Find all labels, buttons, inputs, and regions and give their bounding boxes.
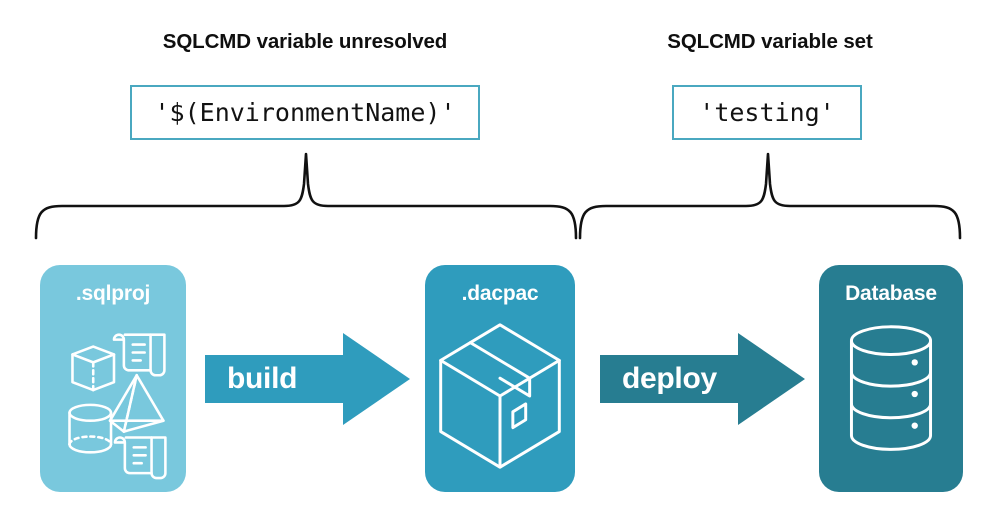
pyramid-icon [108, 373, 165, 433]
script-scroll-icon [113, 436, 167, 480]
caption-sqlcmd-variable-set: SQLCMD variable set [667, 30, 873, 53]
brace-deploy-scope [578, 152, 962, 240]
code-box-environment-name: '$(EnvironmentName)' [130, 85, 480, 140]
code-box-testing: 'testing' [672, 85, 862, 140]
database-cylinder-icon [849, 325, 933, 451]
arrow-deploy: deploy [600, 333, 805, 425]
caption-sqlcmd-variable-unresolved: SQLCMD variable unresolved [162, 30, 448, 53]
brace-build-scope [34, 152, 578, 240]
sqlproj-artwork [40, 309, 186, 482]
stage-box-database: Database [819, 265, 963, 492]
database-artwork [819, 309, 963, 482]
package-box-icon [439, 323, 561, 469]
stage-label-sqlproj: .sqlproj [75, 282, 151, 305]
stage-box-dacpac: .dacpac [425, 265, 575, 492]
stage-label-dacpac: .dacpac [461, 282, 539, 305]
script-scroll-icon [112, 333, 166, 377]
arrow-deploy-shape [600, 333, 805, 425]
arrow-build: build [205, 333, 410, 425]
dacpac-artwork [425, 309, 575, 482]
stage-box-sqlproj: .sqlproj [40, 265, 186, 492]
arrow-build-shape [205, 333, 410, 425]
cylinder-icon [68, 403, 113, 454]
stage-label-database: Database [845, 282, 937, 305]
cube-icon [71, 345, 116, 392]
